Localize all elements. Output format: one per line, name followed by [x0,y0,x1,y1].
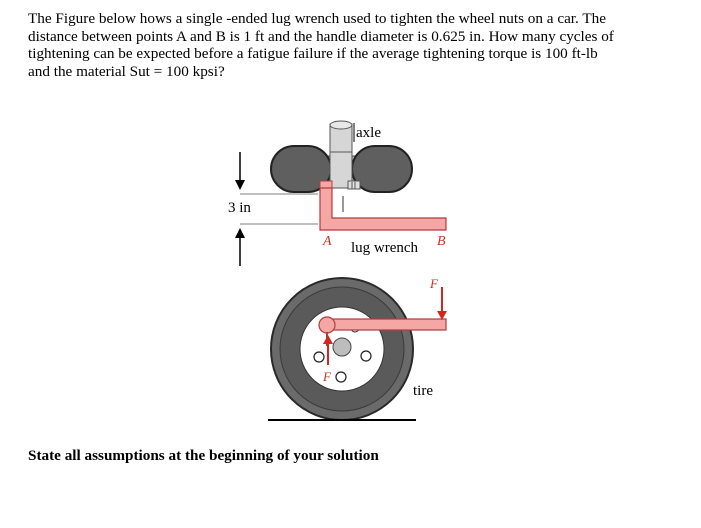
point-b-label: B [437,234,446,249]
dimension-label: 3 in [228,200,251,216]
problem-line: and the material Sut = 100 kpsi? [28,62,225,80]
problem-line: distance between points A and B is 1 ft … [28,27,614,45]
problem-statement: The Figure below hows a single -ended lu… [28,10,678,80]
problem-line: tightening can be expected before a fati… [28,45,598,62]
force-bottom-label: F [322,369,332,384]
right-tire-top [351,145,413,193]
axle-center [329,151,353,189]
tire-label: tire [413,383,433,399]
center-hub [332,337,352,357]
lug-wrench-side [324,318,447,331]
axle-label: axle [356,125,381,141]
wrench-label: lug wrench [351,240,419,256]
axle-top [329,120,353,130]
point-a-label: A [322,234,332,249]
lug-wrench-top [319,187,447,231]
instructions: State all assumptions at the beginning o… [28,447,379,464]
force-top-label: F [429,276,439,291]
problem-line: The Figure below hows a single -ended lu… [28,10,606,27]
